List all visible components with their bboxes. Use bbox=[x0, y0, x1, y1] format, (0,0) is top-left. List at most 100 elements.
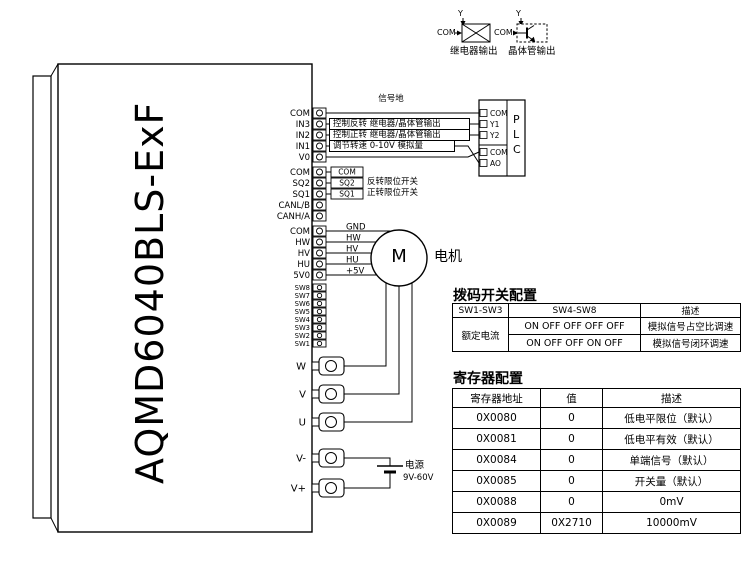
dip-sw-cell: ON OFF OFF OFF OFF bbox=[508, 317, 641, 335]
power-terminal-tab bbox=[311, 417, 320, 427]
limit-switch-label: SQ2 bbox=[339, 179, 355, 188]
dip-desc-cell: 模拟信号占空比调速 bbox=[640, 317, 741, 335]
reg-table-title: 寄存器配置 bbox=[453, 371, 523, 387]
transistor-y-label: Y bbox=[516, 9, 521, 18]
device-model-label: AQMD6040BLS-ExF bbox=[128, 101, 172, 484]
sq1-description: 正转限位开关 bbox=[367, 188, 419, 198]
pin-label: CANH/A bbox=[277, 212, 310, 222]
power-supply-symbol bbox=[377, 465, 403, 474]
reg-header-cell: 寄存器地址 bbox=[452, 388, 541, 408]
reg-value-cell: 0 bbox=[540, 449, 603, 471]
terminal-pin-hole bbox=[316, 120, 323, 128]
reg-desc-cell: 单端信号（默认） bbox=[602, 449, 741, 471]
pin-label: SW5 bbox=[295, 308, 310, 316]
terminal-pin-hole bbox=[316, 168, 323, 176]
limit-switch-label: COM bbox=[338, 168, 356, 177]
pin-label: COM bbox=[290, 109, 310, 119]
pin-label: COM bbox=[290, 168, 310, 178]
power-terminal-label: V- bbox=[296, 454, 306, 465]
terminal-pin-hole bbox=[316, 271, 323, 279]
limit-switch-box bbox=[330, 188, 364, 200]
power-terminal-hole bbox=[325, 482, 337, 494]
hall-wire-label: HV bbox=[346, 245, 358, 255]
relay-y-label: Y bbox=[458, 9, 463, 18]
terminal-pin-hole bbox=[316, 131, 323, 139]
plc-letter: P bbox=[513, 113, 520, 126]
terminal-pin-hole bbox=[316, 284, 323, 291]
plc-pin-label: Y2 bbox=[489, 131, 500, 140]
reg-header-cell: 描述 bbox=[602, 388, 741, 408]
terminal-pin-hole bbox=[316, 324, 323, 331]
power-terminal-label: U bbox=[299, 418, 306, 429]
power-terminal-label: V bbox=[299, 390, 306, 401]
transistor-output-icon bbox=[513, 18, 548, 43]
pin-label: IN1 bbox=[296, 142, 310, 152]
relay-output-icon bbox=[455, 18, 491, 43]
limit-switch-box bbox=[330, 166, 364, 178]
power-supply-label: 电源 bbox=[405, 460, 425, 471]
terminal-pin-hole bbox=[316, 109, 323, 117]
pin-label: 5V0 bbox=[293, 271, 310, 281]
hall-wire-label: GND bbox=[346, 223, 366, 233]
device-outline bbox=[32, 63, 313, 533]
terminal-pin-hole bbox=[316, 153, 323, 161]
motor-symbol bbox=[370, 229, 428, 287]
pin-label: SW6 bbox=[295, 300, 310, 308]
plc-pin bbox=[479, 159, 488, 167]
hall-wire-label: +5V bbox=[346, 267, 365, 277]
terminal-pin-hole bbox=[316, 308, 323, 315]
power-terminal-label: W bbox=[296, 362, 306, 373]
pin-label: SQ1 bbox=[293, 190, 311, 200]
reg-header-cell: 值 bbox=[540, 388, 603, 408]
relay-com-label: COM bbox=[437, 28, 456, 37]
terminal-pin-hole bbox=[316, 332, 323, 339]
plc-pin bbox=[479, 109, 488, 117]
reg-desc-cell: 10000mV bbox=[602, 512, 741, 534]
hall-wire-label: HW bbox=[346, 234, 361, 244]
power-terminal-hole bbox=[325, 416, 337, 428]
pin-label: IN2 bbox=[296, 131, 310, 141]
pin-label: SQ2 bbox=[293, 179, 311, 189]
device-body bbox=[57, 63, 313, 533]
terminal-pin-hole bbox=[316, 340, 323, 347]
terminal-pin-hole bbox=[316, 238, 323, 246]
reg-addr-cell: 0X0085 bbox=[452, 470, 541, 492]
pin-label: SW2 bbox=[295, 332, 310, 340]
power-terminal-hole bbox=[325, 360, 337, 372]
reg-addr-cell: 0X0080 bbox=[452, 407, 541, 429]
terminals-layer: COMIN3IN2IN1V0COMSQ2SQ1CANL/BCANH/ACOMHW… bbox=[277, 107, 366, 498]
reg-addr-cell: 0X0084 bbox=[452, 449, 541, 471]
dip-rated-current-cell: 额定电流 bbox=[452, 317, 509, 352]
relay-caption: 继电器输出 bbox=[450, 46, 498, 57]
plc-pin-label: COM bbox=[490, 109, 508, 118]
power-terminal-hole bbox=[325, 388, 337, 400]
terminal-pin-hole bbox=[316, 212, 323, 220]
hall-wire-label: HU bbox=[346, 256, 359, 266]
dip-table-title: 拨码开关配置 bbox=[453, 288, 537, 304]
sq2-description: 反转限位开关 bbox=[367, 177, 419, 187]
power-terminal-tab bbox=[311, 483, 320, 493]
dip-sw-cell: ON OFF OFF ON OFF bbox=[508, 334, 641, 352]
device-flange bbox=[32, 75, 52, 519]
dip-header-cell: SW1-SW3 bbox=[452, 303, 509, 318]
plc-pin bbox=[479, 148, 488, 156]
terminal-pin-hole bbox=[316, 227, 323, 235]
pin-label: SW1 bbox=[295, 340, 310, 348]
power-terminal-tab bbox=[311, 389, 320, 399]
plc-pin bbox=[479, 131, 488, 139]
reg-value-cell: 0 bbox=[540, 491, 603, 513]
terminal-pin-hole bbox=[316, 190, 323, 198]
power-terminal-label: V+ bbox=[291, 484, 306, 495]
reg-desc-cell: 0mV bbox=[602, 491, 741, 513]
transistor-caption: 晶体管输出 bbox=[508, 46, 556, 57]
terminal-pin-hole bbox=[316, 260, 323, 268]
signal-ground-label: 信号地 bbox=[378, 94, 404, 104]
pin-label: SW3 bbox=[295, 324, 310, 332]
power-range-label: 9V-60V bbox=[403, 473, 434, 483]
reg-value-cell: 0 bbox=[540, 428, 603, 450]
pin-label: V0 bbox=[299, 153, 310, 163]
